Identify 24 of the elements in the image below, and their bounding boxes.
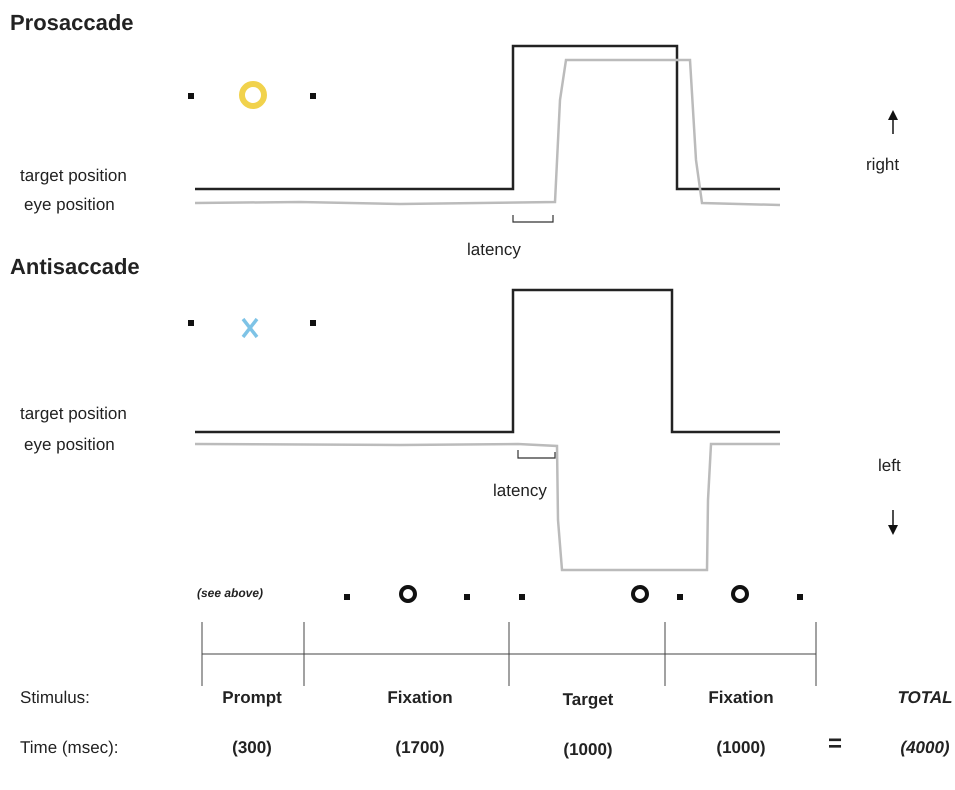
stimulus-name: Target — [562, 690, 614, 710]
trace-label: target position — [20, 404, 127, 424]
trace-label: target position — [20, 166, 127, 186]
section-title: Antisaccade — [10, 254, 140, 280]
total-value: (4000) — [900, 738, 950, 758]
direction-label: right — [866, 155, 900, 175]
duration-value: (300) — [232, 738, 272, 758]
equals-sign: = — [828, 730, 842, 758]
duration-value: (1000) — [716, 738, 766, 758]
trace-label: eye position — [24, 435, 115, 455]
section-title: Prosaccade — [10, 10, 134, 36]
stimulus-name: Fixation — [387, 688, 453, 708]
row-header: Stimulus: — [20, 688, 90, 708]
trace-label: eye position — [24, 195, 115, 215]
stimulus-name: Fixation — [708, 688, 774, 708]
row-header: Time (msec): — [20, 738, 119, 758]
direction-label: left — [878, 456, 901, 476]
stimulus-name: Prompt — [222, 688, 282, 708]
duration-value: (1700) — [395, 738, 445, 758]
latency-label: latency — [493, 481, 547, 501]
latency-label: latency — [467, 240, 521, 260]
duration-value: (1000) — [563, 740, 613, 760]
total-label: TOTAL — [897, 688, 953, 708]
note-text: (see above) — [197, 587, 264, 601]
